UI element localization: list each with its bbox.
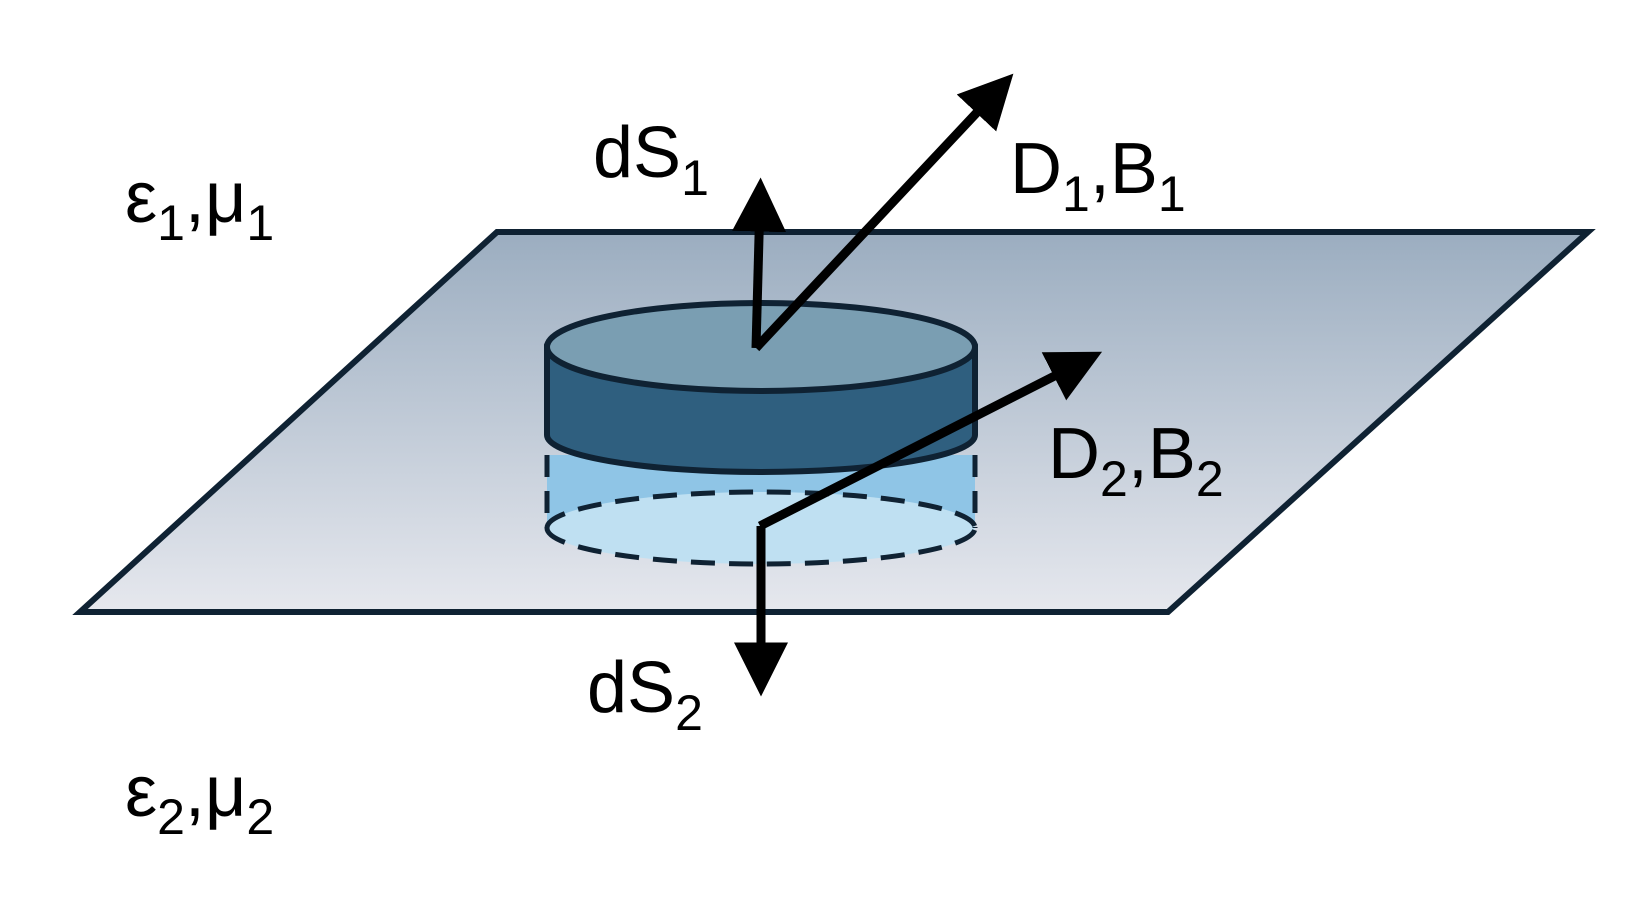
d1-b1-field-arrow: [752, 73, 1014, 352]
d2-b2-label: D2,B2: [1048, 414, 1224, 507]
ds1-normal-arrow: [732, 177, 787, 349]
medium-1-label: ε1,μ1: [125, 158, 274, 251]
ds2-label: dS2: [587, 648, 703, 741]
d1-b1-label: D1,B1: [1010, 129, 1186, 222]
medium-2-label: ε2,μ2: [125, 752, 274, 845]
d2-b2-field-arrow: [757, 351, 1103, 531]
ds1-label: dS1: [593, 113, 709, 206]
